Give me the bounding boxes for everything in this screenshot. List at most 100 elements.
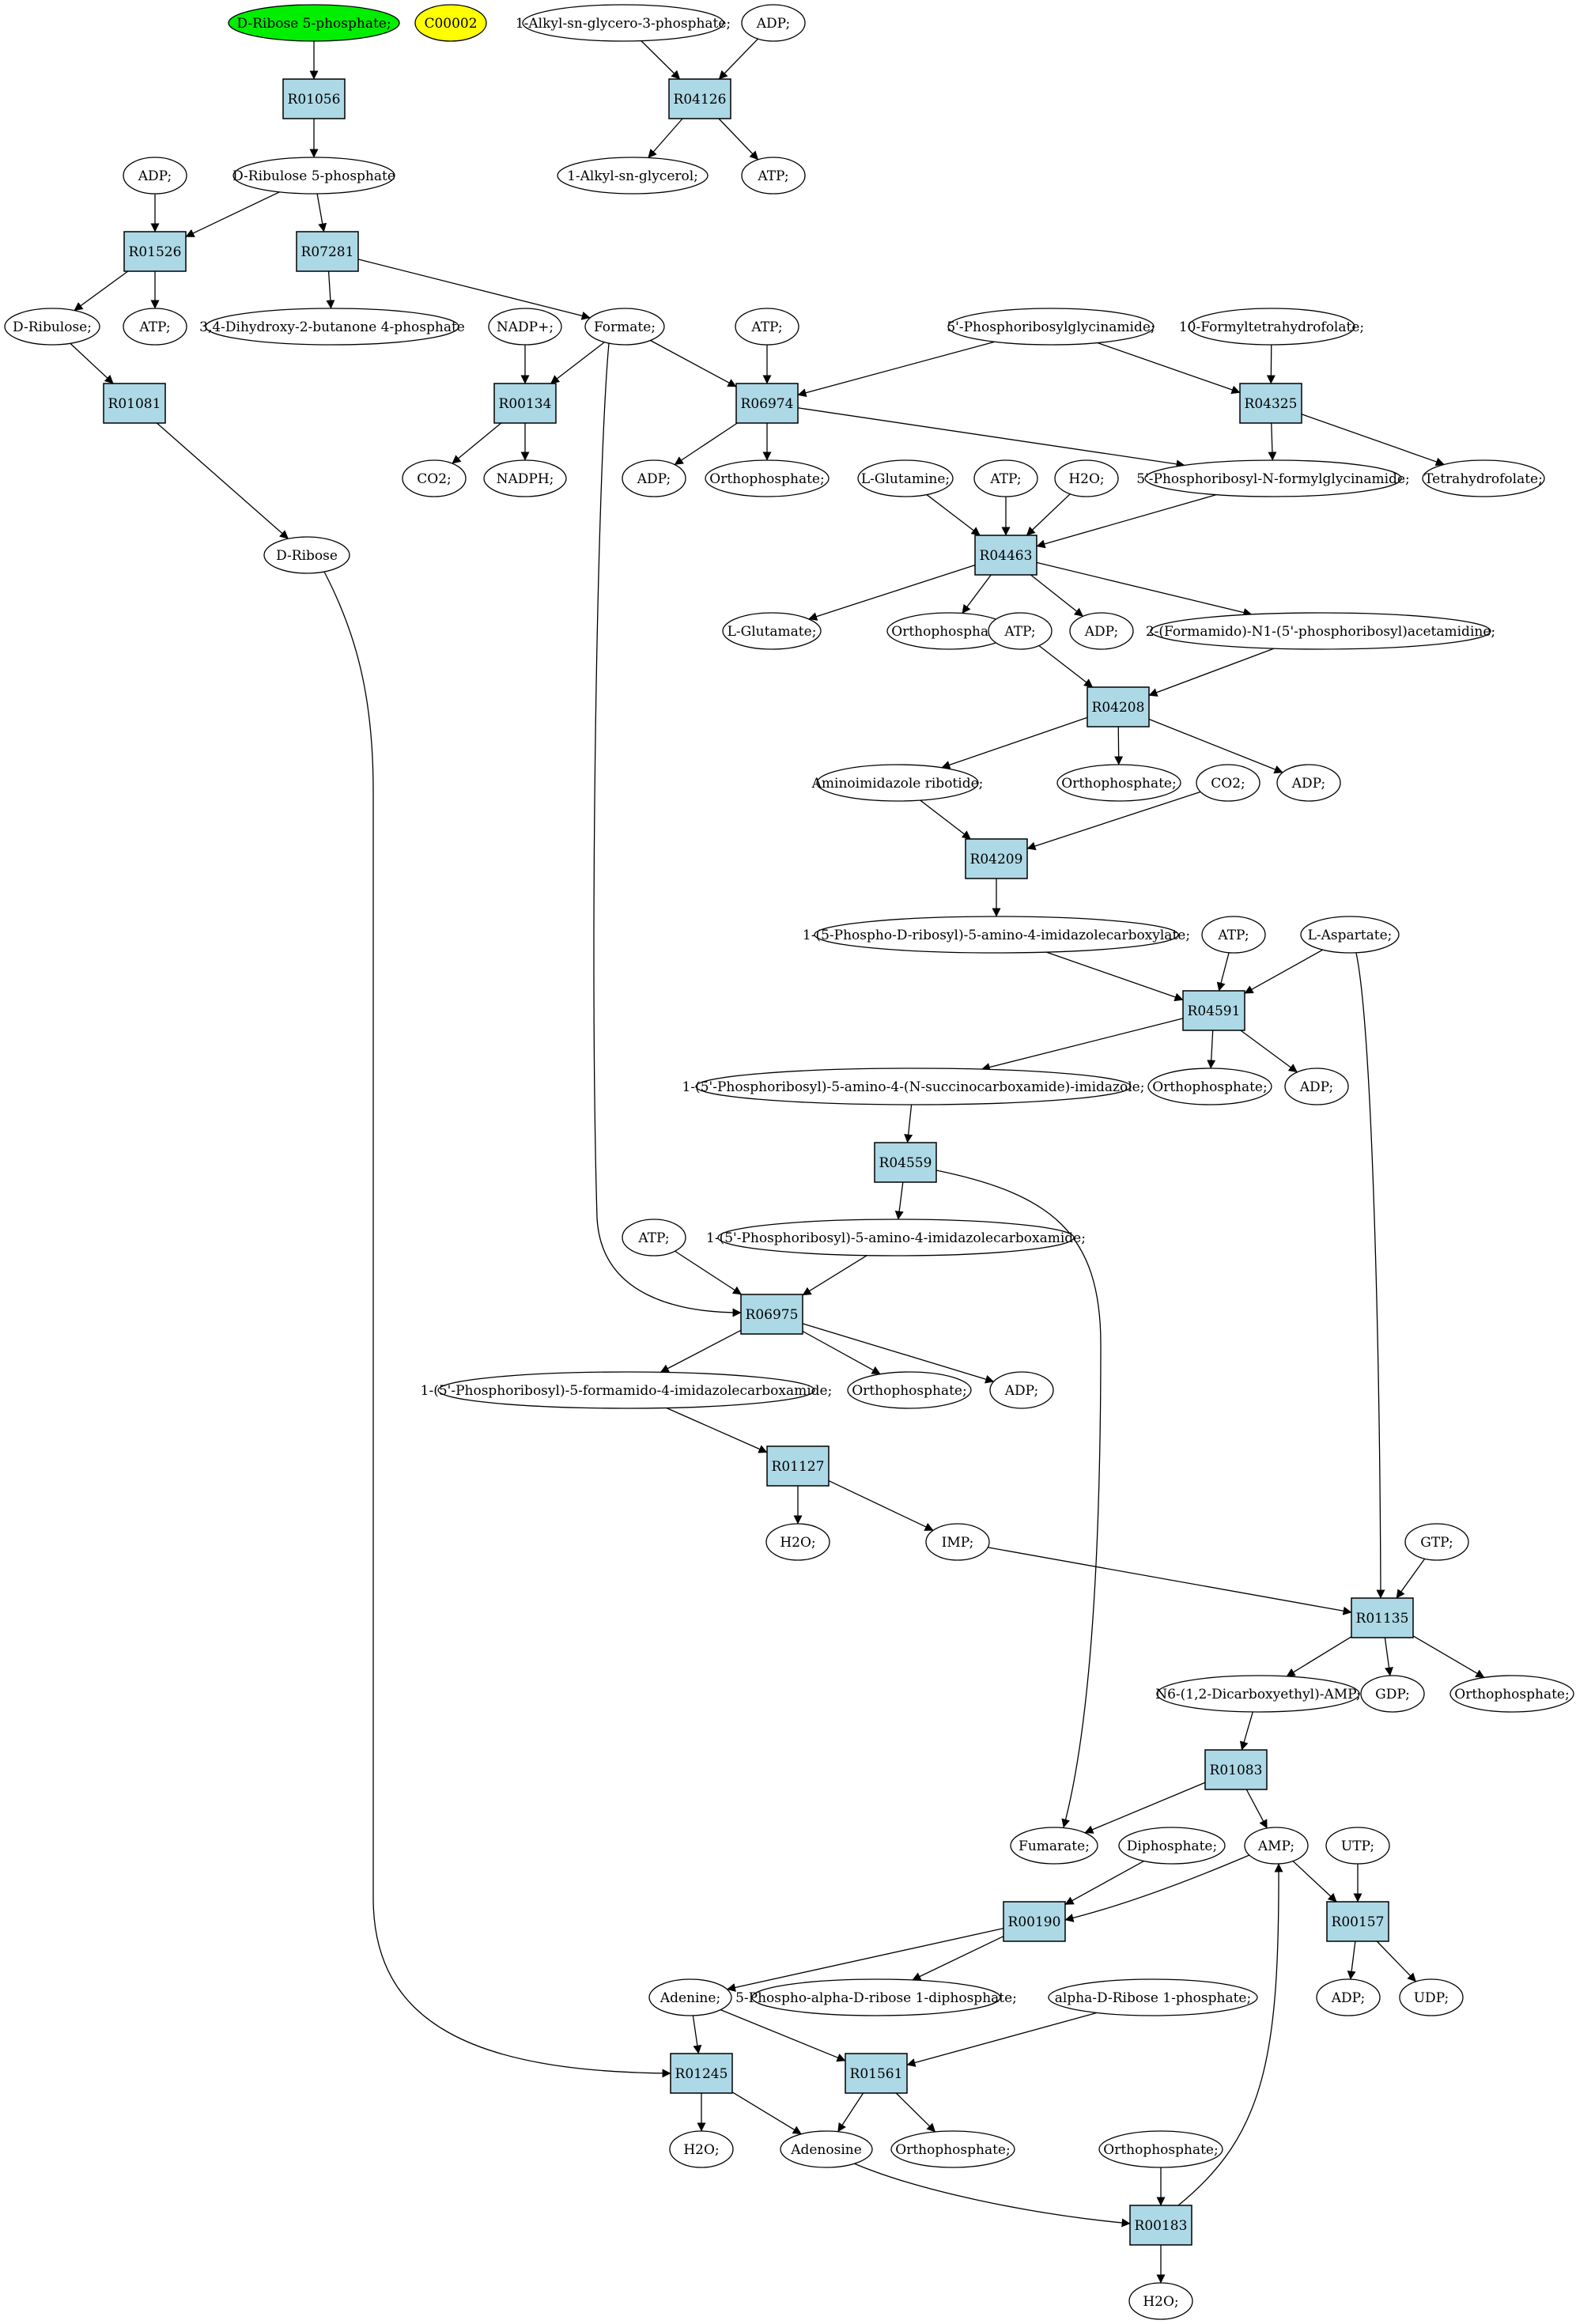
compound-ellipse <box>1284 1068 1349 1105</box>
compound-ppi[interactable]: Diphosphate; <box>1118 1827 1226 1865</box>
reaction-r04325[interactable]: R04325 <box>1239 383 1302 424</box>
compound-c00002[interactable]: C00002 <box>414 4 487 42</box>
compound-adp-r00157[interactable]: ADP; <box>1316 1978 1381 2016</box>
reaction-r00134[interactable]: R00134 <box>493 383 557 424</box>
reaction-r01083[interactable]: R01083 <box>1204 1749 1268 1790</box>
compound-atp-r04591[interactable]: ATP; <box>1201 916 1266 954</box>
compound-atp-r01526[interactable]: ATP; <box>123 308 187 346</box>
compound-rib5p[interactable]: D-Ribose 5-phosphate; <box>228 4 400 42</box>
compound-amp[interactable]: AMP; <box>1244 1827 1309 1865</box>
compound-ellipse <box>1118 1827 1226 1865</box>
compound-cair[interactable]: 1-(5-Phospho-D-ribosyl)-5-amino-4-imidaz… <box>803 916 1190 954</box>
compound-atp-r06974[interactable]: ATP; <box>735 308 799 346</box>
compound-fumarate[interactable]: Fumarate; <box>1010 1827 1098 1865</box>
reaction-r06974[interactable]: R06974 <box>735 383 799 424</box>
edge-c_fgam-to-r04208 <box>1148 648 1275 697</box>
compound-pi-r06974[interactable]: Orthophosphate; <box>705 459 830 497</box>
compound-pi-r04591[interactable]: Orthophosphate; <box>1147 1068 1272 1105</box>
compound-label: Orthophosphate; <box>852 1383 966 1399</box>
compound-r1p[interactable]: alpha-D-Ribose 1-phosphate; <box>1048 1978 1258 2016</box>
reaction-r01081[interactable]: R01081 <box>103 383 166 424</box>
compound-gar[interactable]: 5'-Phosphoribosylglycinamide; <box>947 308 1155 346</box>
compound-nadp[interactable]: NADP+; <box>488 308 562 346</box>
compound-gdp[interactable]: GDP; <box>1360 1675 1425 1713</box>
reaction-r06975[interactable]: R06975 <box>740 1294 803 1335</box>
compound-prpp[interactable]: 5-Phospho-alpha-D-ribose 1-diphosphate; <box>735 1978 1017 2016</box>
compound-adp-r06975[interactable]: ADP; <box>989 1371 1054 1409</box>
compound-fgam[interactable]: 2-(Formamido)-N1-(5'-phosphoribosyl)acet… <box>1146 612 1495 650</box>
compound-atp-r06975[interactable]: ATP; <box>622 1219 686 1256</box>
reaction-box <box>1239 383 1302 424</box>
reaction-r04126[interactable]: R04126 <box>668 78 731 119</box>
reaction-r01056[interactable]: R01056 <box>282 78 346 119</box>
compound-atp-r04126[interactable]: ATP; <box>741 157 806 195</box>
compound-gln[interactable]: L-Glutamine; <box>857 459 954 497</box>
compound-h2o-r04463[interactable]: H2O; <box>1054 459 1119 497</box>
edge-c_adenine-to-r01245 <box>692 2015 702 2054</box>
compound-co2-r00134[interactable]: CO2; <box>402 459 467 497</box>
compound-imp[interactable]: IMP; <box>925 1523 990 1561</box>
compound-udp[interactable]: UDP; <box>1399 1978 1464 2016</box>
compound-label: 5'-Phosphoribosylglycinamide; <box>947 319 1155 335</box>
compound-adenosine[interactable]: Adenosine <box>780 2130 873 2168</box>
compound-h2o-r00183[interactable]: H2O; <box>1128 2282 1193 2320</box>
compound-asp[interactable]: L-Aspartate; <box>1300 916 1400 954</box>
compound-adp-r01526[interactable]: ADP; <box>123 157 187 195</box>
compound-pi-r01561[interactable]: Orthophosphate; <box>890 2130 1015 2168</box>
compound-utp[interactable]: UTP; <box>1325 1827 1390 1865</box>
compound-aicar[interactable]: 1-(5'-Phosphoribosyl)-5-amino-4-imidazol… <box>706 1219 1086 1256</box>
reaction-r04559[interactable]: R04559 <box>874 1142 937 1183</box>
compound-pi-r04208[interactable]: Orthophosphate; <box>1056 764 1181 802</box>
compound-glu[interactable]: L-Glutamate; <box>722 612 822 650</box>
reaction-r00190[interactable]: R00190 <box>1003 1901 1066 1942</box>
compound-adp-top[interactable]: ADP; <box>741 4 806 42</box>
reaction-r00157[interactable]: R00157 <box>1326 1901 1389 1942</box>
compound-dhb4p[interactable]: 3,4-Dihydroxy-2-butanone 4-phosphate <box>199 308 465 346</box>
reaction-r04209[interactable]: R04209 <box>965 838 1028 879</box>
edge-c_asp-to-r04591 <box>1244 949 1323 994</box>
compound-adp-r04208[interactable]: ADP; <box>1276 764 1341 802</box>
reaction-r01561[interactable]: R01561 <box>845 2053 908 2094</box>
compound-faicar[interactable]: 1-(5'-Phosphoribosyl)-5-formamido-4-imid… <box>421 1371 833 1409</box>
reaction-r04591[interactable]: R04591 <box>1182 990 1245 1031</box>
compound-adp-r04591[interactable]: ADP; <box>1284 1068 1349 1105</box>
compound-gtp[interactable]: GTP; <box>1404 1523 1469 1561</box>
compound-atp-r04208[interactable]: ATP; <box>988 612 1053 650</box>
compound-alkylg3p[interactable]: 1-Alkyl-sn-glycero-3-phosphate; <box>516 4 731 42</box>
compound-h2o-r01127[interactable]: H2O; <box>765 1523 830 1561</box>
compound-ribu5p[interactable]: D-Ribulose 5-phosphate <box>232 157 395 195</box>
compound-pi-r06975[interactable]: Orthophosphate; <box>847 1371 972 1409</box>
reaction-r04208[interactable]: R04208 <box>1087 686 1150 727</box>
reaction-r01135[interactable]: R01135 <box>1351 1597 1414 1638</box>
compound-sampa[interactable]: N6-(1,2-Dicarboxyethyl)-AMP; <box>1155 1675 1361 1713</box>
edge-c_ribu5p-to-r07281 <box>316 193 327 232</box>
compound-fgar[interactable]: 5'-Phosphoribosyl-N-formylglycinamide; <box>1136 459 1410 497</box>
reaction-r04463[interactable]: R04463 <box>974 535 1037 576</box>
compound-thf[interactable]: Tetrahydrofolate; <box>1422 459 1545 497</box>
compound-adenine[interactable]: Adenine; <box>648 1978 732 2016</box>
reaction-r01245[interactable]: R01245 <box>670 2053 733 2094</box>
compound-adp-r04463[interactable]: ADP; <box>1069 612 1134 650</box>
compound-fthf[interactable]: 10-Formyltetrahydrofolate; <box>1179 308 1364 346</box>
compound-pi-r01135[interactable]: Orthophosphate; <box>1449 1675 1574 1713</box>
compound-air[interactable]: Aminoimidazole ribotide; <box>811 764 984 802</box>
compound-ellipse <box>1399 1978 1464 2016</box>
compound-formate[interactable]: Formate; <box>584 308 665 346</box>
compound-label: ATP; <box>637 1230 669 1246</box>
compound-dribulose[interactable]: D-Ribulose; <box>4 308 100 346</box>
edge-r01081-to-c_dribose <box>156 422 289 539</box>
reaction-r01526[interactable]: R01526 <box>123 231 187 272</box>
reaction-r01127[interactable]: R01127 <box>766 1445 830 1487</box>
compound-h2o-r01245[interactable]: H2O; <box>669 2130 734 2168</box>
compound-dribose[interactable]: D-Ribose <box>263 536 350 574</box>
reaction-r07281[interactable]: R07281 <box>296 231 359 272</box>
compound-alkylg[interactable]: 1-Alkyl-sn-glycerol; <box>557 157 709 195</box>
compound-saicar[interactable]: 1-(5'-Phosphoribosyl)-5-amino-4-(N-succi… <box>682 1068 1145 1105</box>
compound-adp-r06974[interactable]: ADP; <box>622 459 686 497</box>
reaction-r00183[interactable]: R00183 <box>1129 2205 1192 2246</box>
compound-co2-r04209[interactable]: CO2; <box>1196 764 1260 802</box>
compound-nadph[interactable]: NADPH; <box>483 459 567 497</box>
compound-atp-r04463[interactable]: ATP; <box>973 459 1038 497</box>
compound-pi-r00183[interactable]: Orthophosphate; <box>1098 2130 1223 2168</box>
edge-c_dribulose-to-r01081 <box>70 342 114 384</box>
